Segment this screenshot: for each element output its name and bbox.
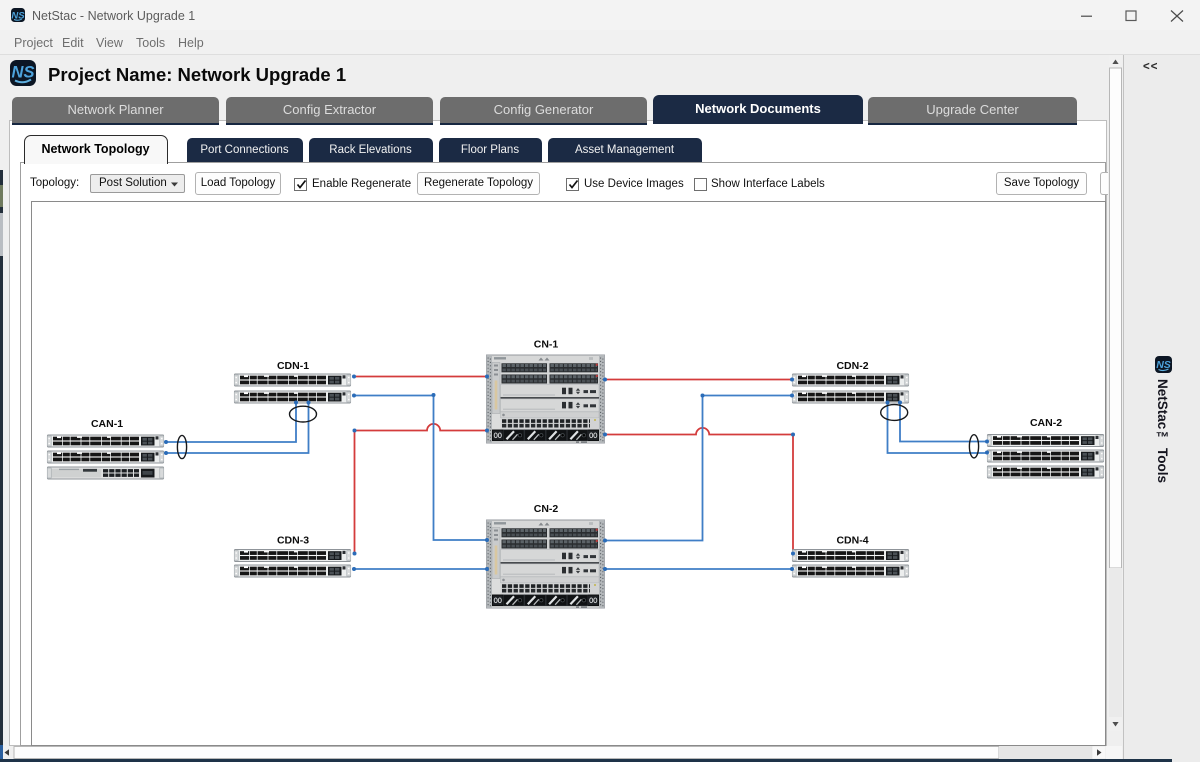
- svg-text:NS: NS: [12, 64, 35, 82]
- svg-text:CDN-4: CDN-4: [836, 534, 868, 546]
- svg-text:CDN-2: CDN-2: [836, 360, 868, 372]
- svg-text:CDN-3: CDN-3: [277, 534, 309, 546]
- svg-text:NS: NS: [11, 11, 25, 22]
- svg-text:CN-1: CN-1: [534, 338, 559, 350]
- svg-text:CAN-2: CAN-2: [1030, 417, 1062, 429]
- svg-text:CN-2: CN-2: [534, 503, 559, 515]
- svg-text:NS: NS: [1156, 359, 1171, 371]
- svg-text:CAN-1: CAN-1: [91, 418, 123, 430]
- svg-text:CDN-1: CDN-1: [277, 360, 309, 372]
